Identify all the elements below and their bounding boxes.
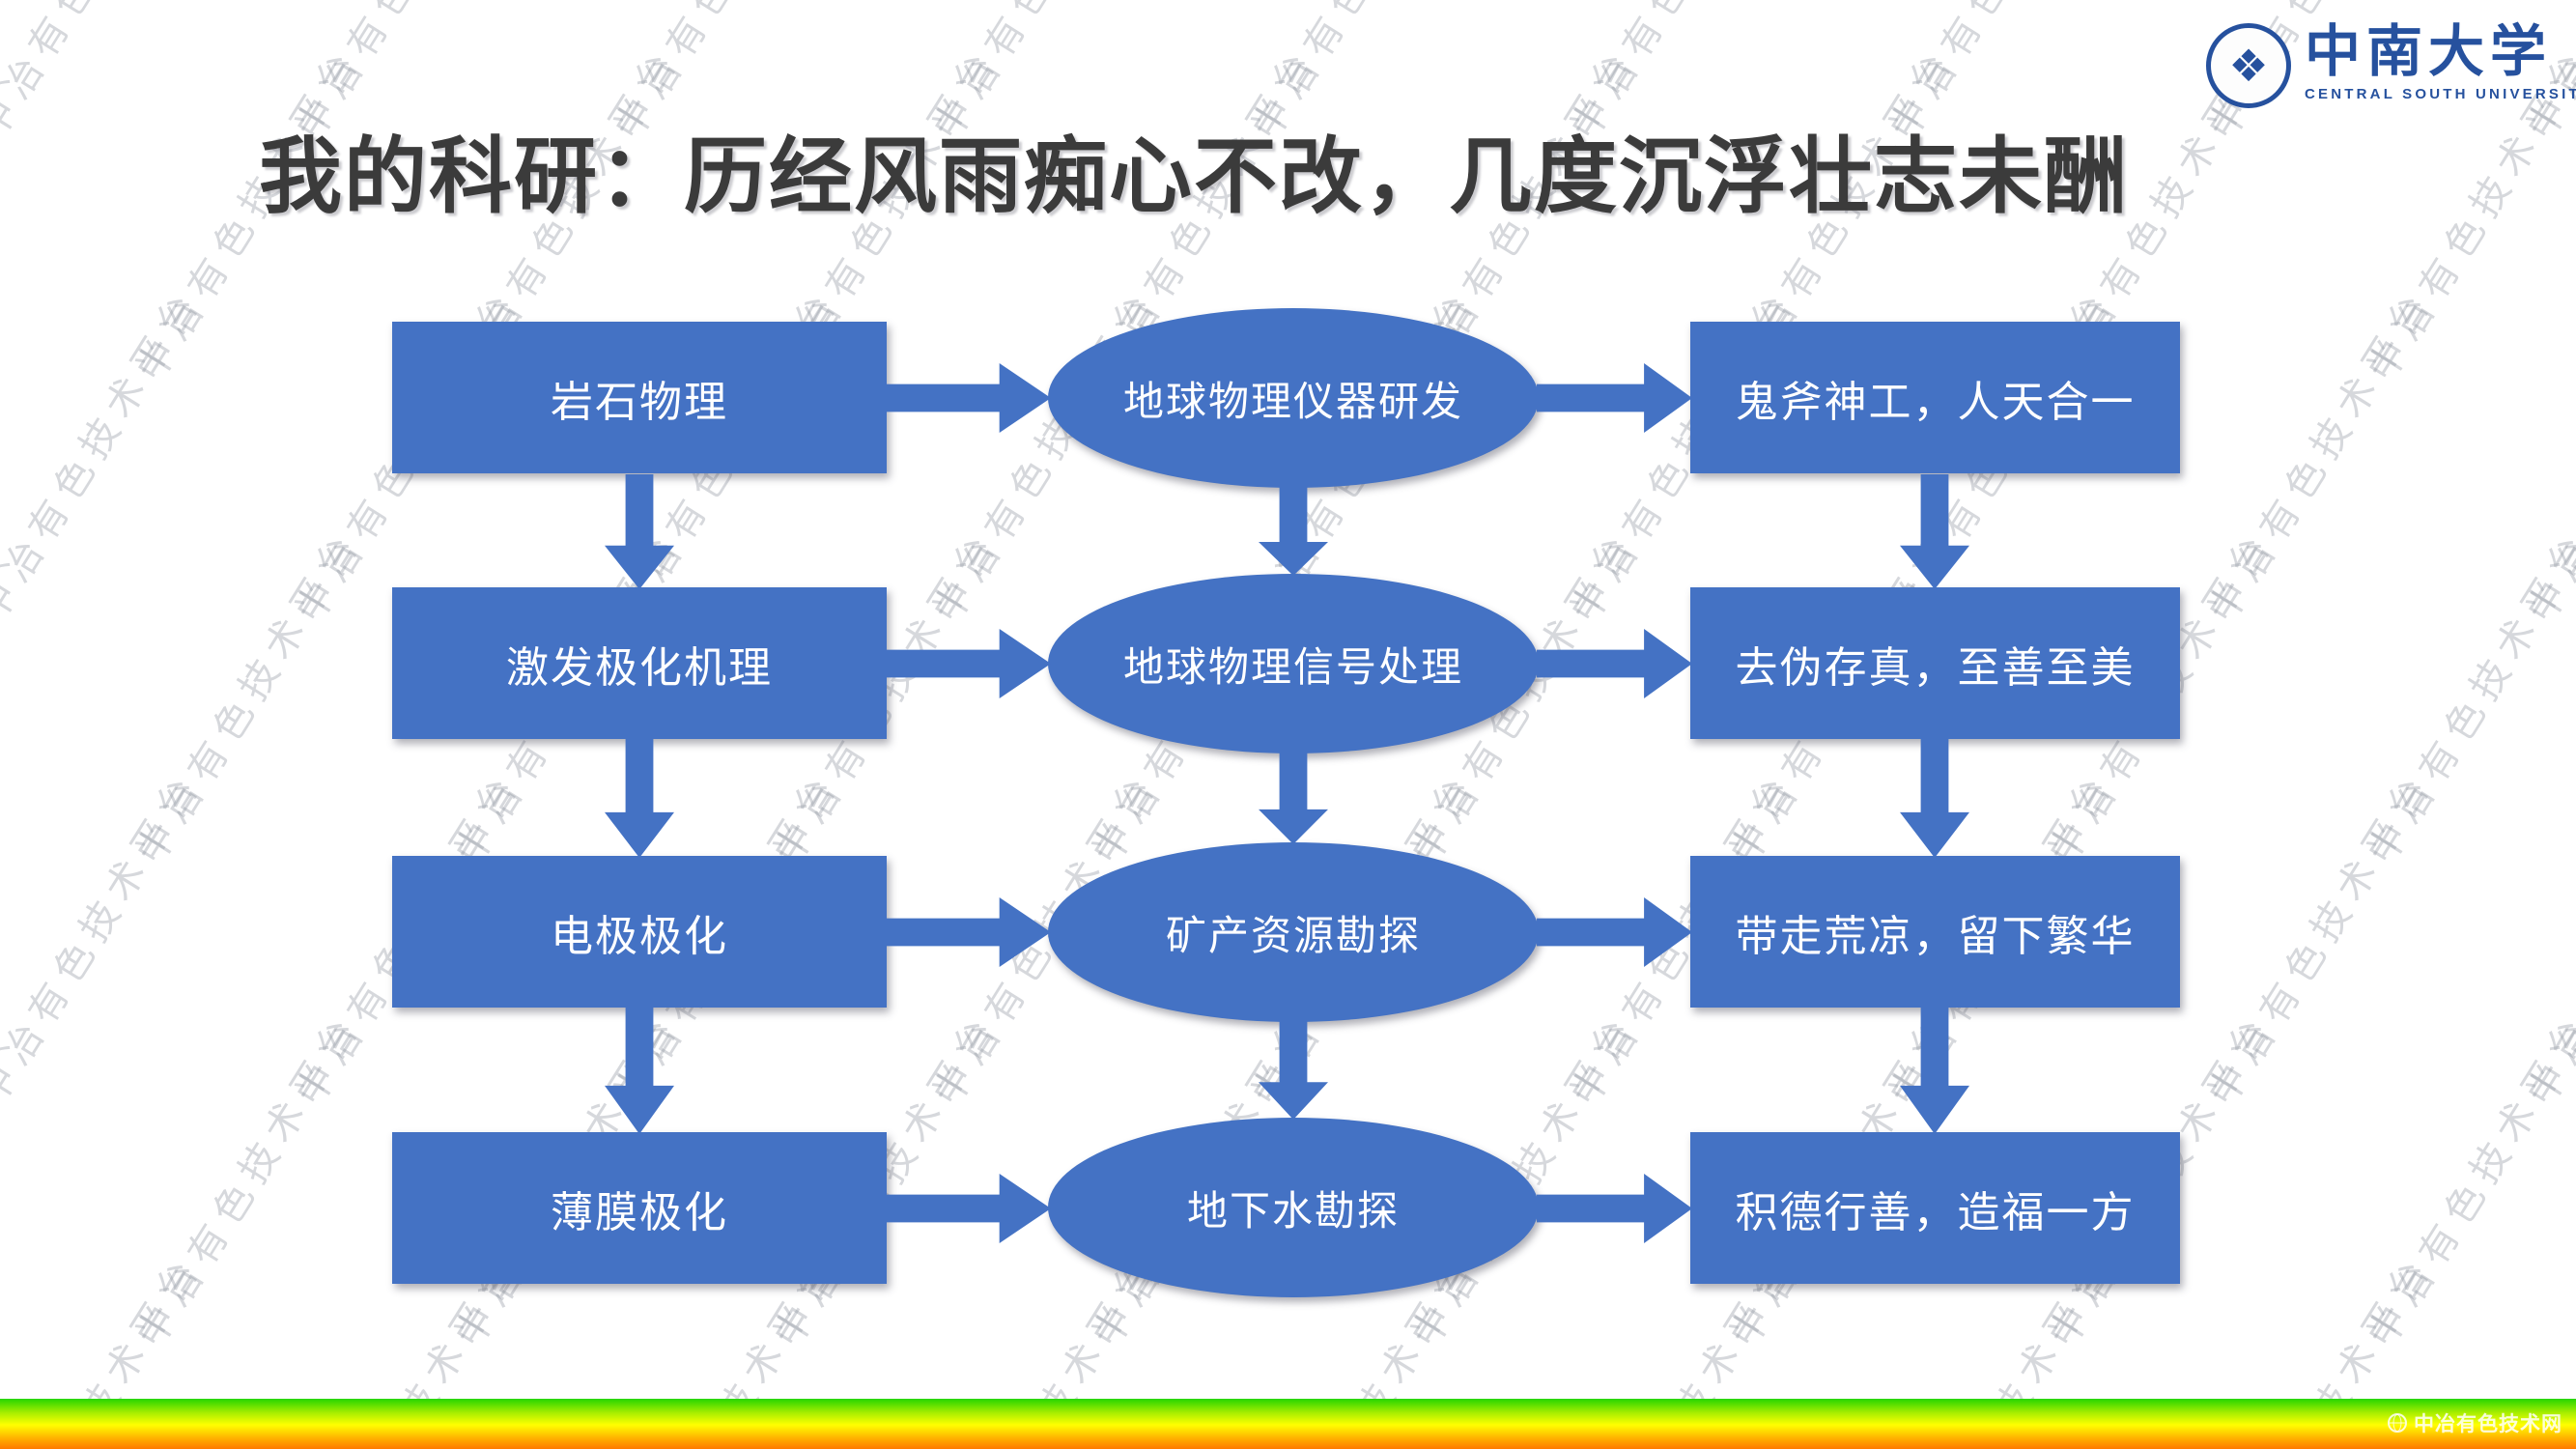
arrow-down-icon xyxy=(1259,1021,1328,1120)
flow-node-electrode-polarization: 电极极化 xyxy=(392,856,887,1008)
arrow-down-icon xyxy=(1900,1007,1969,1134)
watermark-text: 中冶有色技术平台 xyxy=(127,1004,371,1355)
footer-watermark: 中冶有色技术网 xyxy=(2388,1408,2562,1437)
watermark-text: 中冶有色技术平台 xyxy=(2518,762,2576,1114)
university-logo: ❖ 中南大学 CENTRAL SOUTH UNIVERSITY xyxy=(2206,20,2576,108)
arrow-down-icon xyxy=(1259,753,1328,844)
flow-node-rock-physics: 岩石物理 xyxy=(392,322,887,473)
watermark-text: 中冶有色技术平台 xyxy=(2359,521,2576,872)
flow-node-outcome-4: 积德行善，造福一方 xyxy=(1690,1132,2180,1284)
arrow-down-icon xyxy=(605,738,674,858)
arrow-right-icon xyxy=(1537,629,1692,698)
arrow-right-icon xyxy=(1537,363,1692,433)
flow-node-signal-processing: 地球物理信号处理 xyxy=(1048,574,1539,753)
footer-gradient-bar xyxy=(0,1399,2576,1449)
flow-node-outcome-3: 带走荒凉，留下繁华 xyxy=(1690,856,2180,1008)
arrow-down-icon xyxy=(605,1007,674,1134)
flow-node-mineral-exploration: 矿产资源勘探 xyxy=(1048,842,1539,1022)
watermark-text: 中冶有色技术平台 xyxy=(0,279,212,631)
university-name-cn: 中南大学 xyxy=(2305,20,2553,83)
arrow-down-icon xyxy=(605,474,674,589)
arrow-right-icon xyxy=(885,897,1051,967)
watermark-text: 中冶有色技术平台 xyxy=(2359,1004,2576,1355)
university-name-en: CENTRAL SOUTH UNIVERSITY xyxy=(2305,85,2576,102)
footer-watermark-label: 中冶有色技术网 xyxy=(2414,1413,2562,1435)
arrow-right-icon xyxy=(1537,897,1692,967)
globe-icon xyxy=(2388,1413,2407,1433)
arrow-right-icon xyxy=(885,363,1051,433)
slide-title: 我的科研：历经风雨痴心不改，几度沉浮壮志未酬 xyxy=(259,130,2129,223)
university-seal-icon: ❖ xyxy=(2206,23,2291,108)
arrow-down-icon xyxy=(1259,487,1328,576)
watermark-text: 中冶有色技术平台 xyxy=(0,762,212,1114)
flow-node-outcome-1: 鬼斧神工，人天合一 xyxy=(1690,322,2180,473)
watermark-text: 中冶有色技术平台 xyxy=(2518,279,2576,631)
arrow-down-icon xyxy=(1900,738,1969,858)
arrow-right-icon xyxy=(1537,1174,1692,1243)
flow-node-outcome-2: 去伪存真，至善至美 xyxy=(1690,587,2180,739)
flow-node-instrument-rd: 地球物理仪器研发 xyxy=(1048,308,1539,488)
seal-diamond-glyph: ❖ xyxy=(2228,41,2269,91)
university-logo-text: 中南大学 CENTRAL SOUTH UNIVERSITY xyxy=(2305,20,2576,102)
watermark-text: 中冶有色技术平台 xyxy=(2199,279,2443,631)
flow-node-ip-mechanism: 激发极化机理 xyxy=(392,587,887,739)
flow-node-membrane-polarization: 薄膜极化 xyxy=(392,1132,887,1284)
watermark-text: 中冶有色技术平台 xyxy=(127,521,371,872)
arrow-right-icon xyxy=(885,629,1051,698)
watermark-text: 中冶有色技术平台 xyxy=(2199,762,2443,1114)
arrow-right-icon xyxy=(885,1174,1051,1243)
arrow-down-icon xyxy=(1900,474,1969,589)
watermark-text: 中冶有色技术平台 xyxy=(0,0,213,149)
flow-node-groundwater-exploration: 地下水勘探 xyxy=(1048,1118,1539,1297)
